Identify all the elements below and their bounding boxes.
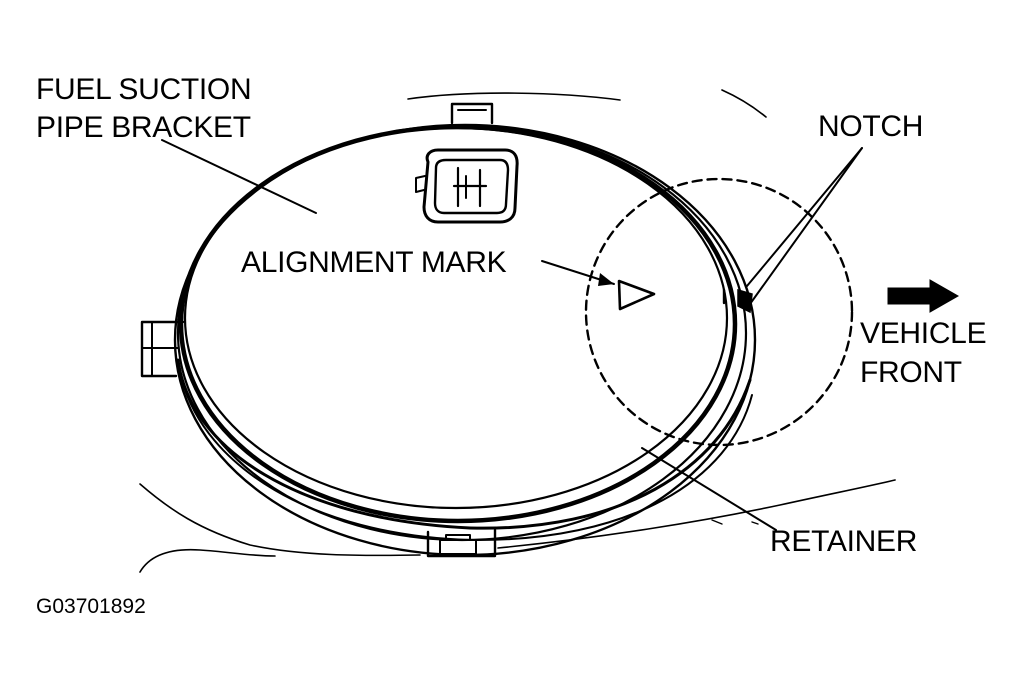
figure-code: G03701892: [36, 595, 146, 618]
fuel-suction-label-line2: PIPE BRACKET: [36, 111, 251, 144]
vehicle-front-label-line2: FRONT: [860, 356, 962, 389]
electrical-connector: [415, 148, 519, 224]
notch-marks: [722, 288, 753, 314]
detail-circle: [584, 177, 854, 447]
alignment-mark-triangle: [617, 279, 656, 311]
bottom-tab: [426, 528, 497, 558]
notch-label: NOTCH: [818, 110, 923, 143]
retainer-label: RETAINER: [770, 525, 917, 558]
top-tab: [450, 102, 494, 125]
vehicle-front-label-line1: VEHICLE: [860, 317, 986, 350]
fuel-suction-label-line1: FUEL SUCTION: [36, 73, 251, 106]
leader-lines: [161, 139, 863, 531]
vehicle-front-arrow: [887, 279, 960, 313]
alignment-mark-label: ALIGNMENT MARK: [241, 246, 507, 279]
left-tab: [140, 320, 185, 378]
